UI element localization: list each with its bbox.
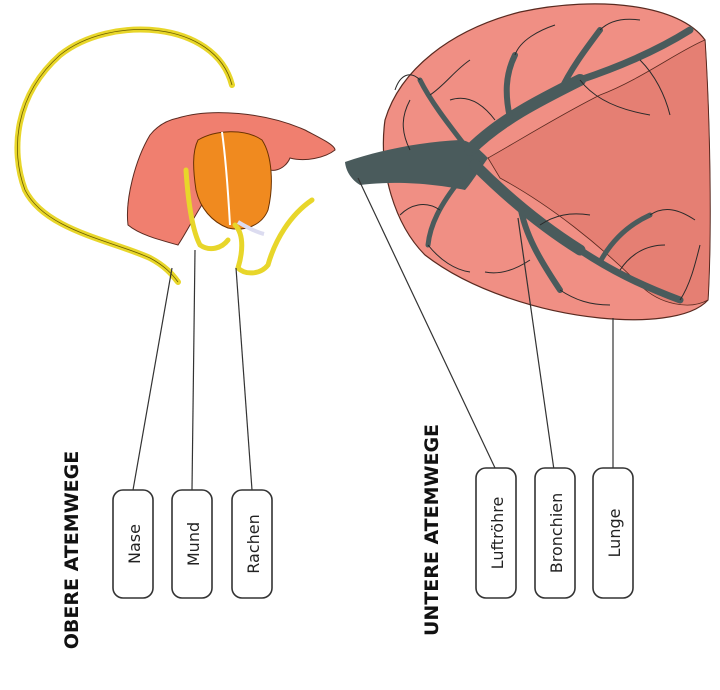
label-trachea: Luftröhre bbox=[476, 468, 516, 598]
svg-text:Rachen: Rachen bbox=[244, 514, 263, 574]
leader-pharynx bbox=[236, 268, 252, 490]
label-bronchi: Bronchien bbox=[535, 468, 575, 598]
svg-text:Luftröhre: Luftröhre bbox=[488, 497, 507, 570]
upper-airways-illustration bbox=[17, 30, 335, 282]
label-nose: Nase bbox=[113, 490, 153, 598]
label-mouth: Mund bbox=[172, 490, 212, 598]
heading-upper-airways: OBERE ATEMWEGE bbox=[61, 451, 83, 649]
mouth-tongue bbox=[194, 132, 272, 229]
svg-text:Nase: Nase bbox=[125, 524, 144, 564]
leader-nose bbox=[133, 268, 172, 490]
heading-lower-airways: UNTERE ATEMWEGE bbox=[421, 424, 443, 636]
lung-illustration bbox=[345, 4, 710, 320]
svg-text:Lunge: Lunge bbox=[605, 509, 624, 558]
label-lung: Lunge bbox=[593, 468, 633, 598]
svg-text:Mund: Mund bbox=[184, 522, 203, 566]
leader-mouth bbox=[192, 250, 195, 490]
svg-text:Bronchien: Bronchien bbox=[547, 493, 566, 574]
label-pharynx: Rachen bbox=[232, 490, 272, 598]
